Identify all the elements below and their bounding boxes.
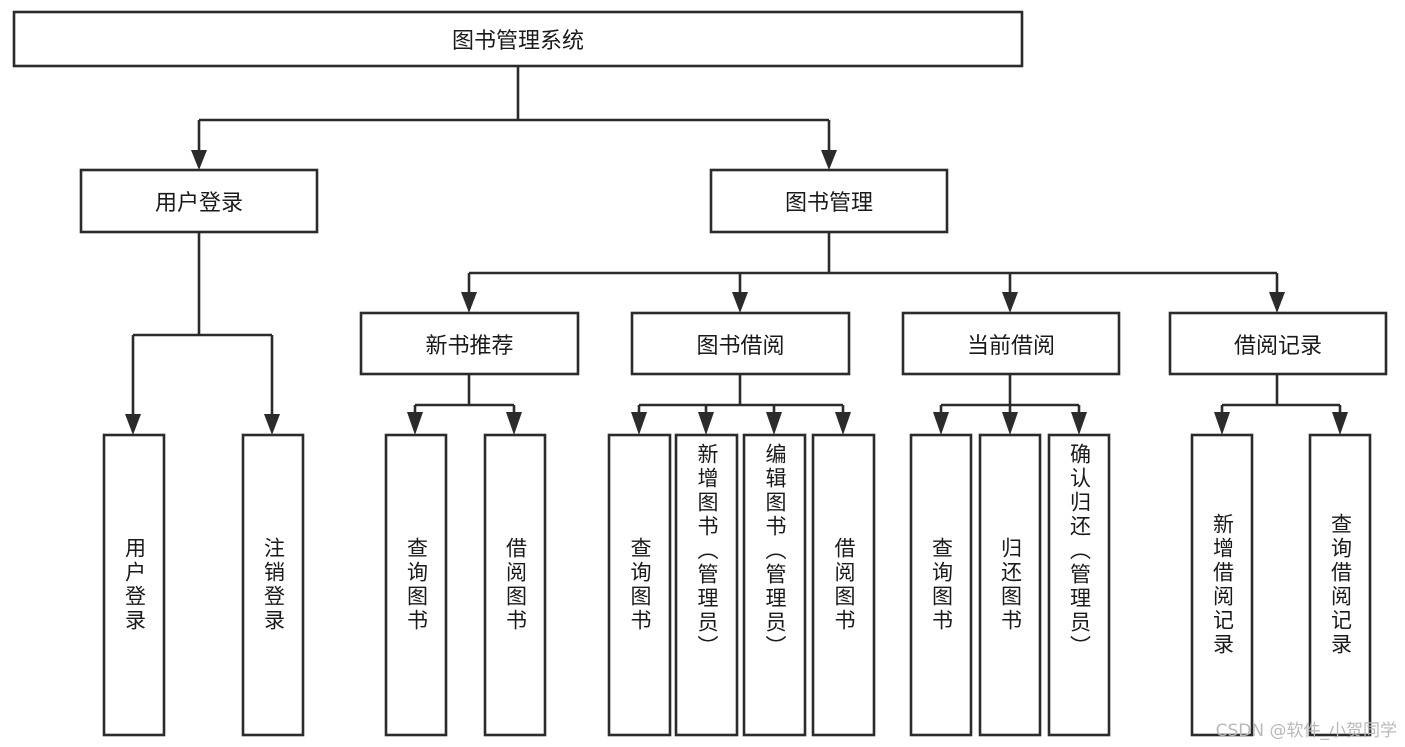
arrow-head-leaf-borrow-book-1 <box>506 412 522 435</box>
node-box-leaf-query-book-1[interactable] <box>384 433 448 737</box>
connector-group-book-borrow <box>631 374 851 435</box>
node-box-root[interactable] <box>12 10 1024 68</box>
node-box-leaf-user-login[interactable] <box>102 433 166 737</box>
arrow-head-user-login <box>191 150 207 170</box>
node-box-borrow-record[interactable] <box>1168 311 1388 376</box>
arrow-head-leaf-query-record <box>1332 412 1348 435</box>
arrow-head-borrow-record <box>1269 292 1285 313</box>
connector-group-root <box>191 66 837 170</box>
connector-group-new-book-recommend <box>407 374 522 435</box>
arrow-head-leaf-add-record <box>1214 412 1230 435</box>
node-box-current-borrow[interactable] <box>901 311 1121 376</box>
arrow-head-leaf-logout <box>264 414 280 435</box>
node-box-leaf-borrow-book-2[interactable] <box>811 433 876 737</box>
connector-group-book-manage <box>461 232 1285 313</box>
arrow-head-leaf-query-book-1 <box>407 412 423 435</box>
arrow-head-book-manage <box>821 150 837 170</box>
node-box-book-borrow[interactable] <box>630 311 851 376</box>
node-box-leaf-query-book-2[interactable] <box>607 433 672 737</box>
arrow-head-leaf-query-book-3 <box>933 412 949 435</box>
arrow-head-leaf-query-book-2 <box>631 412 647 435</box>
arrow-head-leaf-edit-book <box>766 412 782 435</box>
node-box-leaf-confirm-return[interactable] <box>1047 433 1111 737</box>
arrow-head-new-book-recommend <box>461 292 477 313</box>
node-box-leaf-borrow-book-1[interactable] <box>483 433 547 737</box>
node-box-leaf-add-book[interactable] <box>674 433 739 737</box>
arrow-head-current-borrow <box>1002 292 1018 313</box>
arrow-head-book-borrow <box>732 292 748 313</box>
arrow-head-leaf-borrow-book-2 <box>835 412 851 435</box>
connector-group-borrow-record <box>1214 374 1348 435</box>
node-box-book-manage[interactable] <box>709 168 949 234</box>
node-box-user-login[interactable] <box>79 168 319 234</box>
node-box-leaf-query-book-3[interactable] <box>909 433 973 737</box>
arrow-head-leaf-return-book <box>1002 412 1018 435</box>
arrow-head-leaf-confirm-return <box>1071 412 1087 435</box>
connector-group-current-borrow <box>933 374 1087 435</box>
node-box-new-book-recommend[interactable] <box>359 311 580 376</box>
node-box-leaf-logout[interactable] <box>241 433 305 737</box>
node-box-leaf-query-record[interactable] <box>1308 433 1372 737</box>
node-box-leaf-add-record[interactable] <box>1190 433 1254 737</box>
arrow-head-leaf-add-book <box>698 412 714 435</box>
node-box-leaf-return-book[interactable] <box>978 433 1042 737</box>
arrow-head-leaf-user-login <box>125 414 141 435</box>
node-box-leaf-edit-book[interactable] <box>742 433 807 737</box>
connector-group-user-login <box>125 232 280 435</box>
